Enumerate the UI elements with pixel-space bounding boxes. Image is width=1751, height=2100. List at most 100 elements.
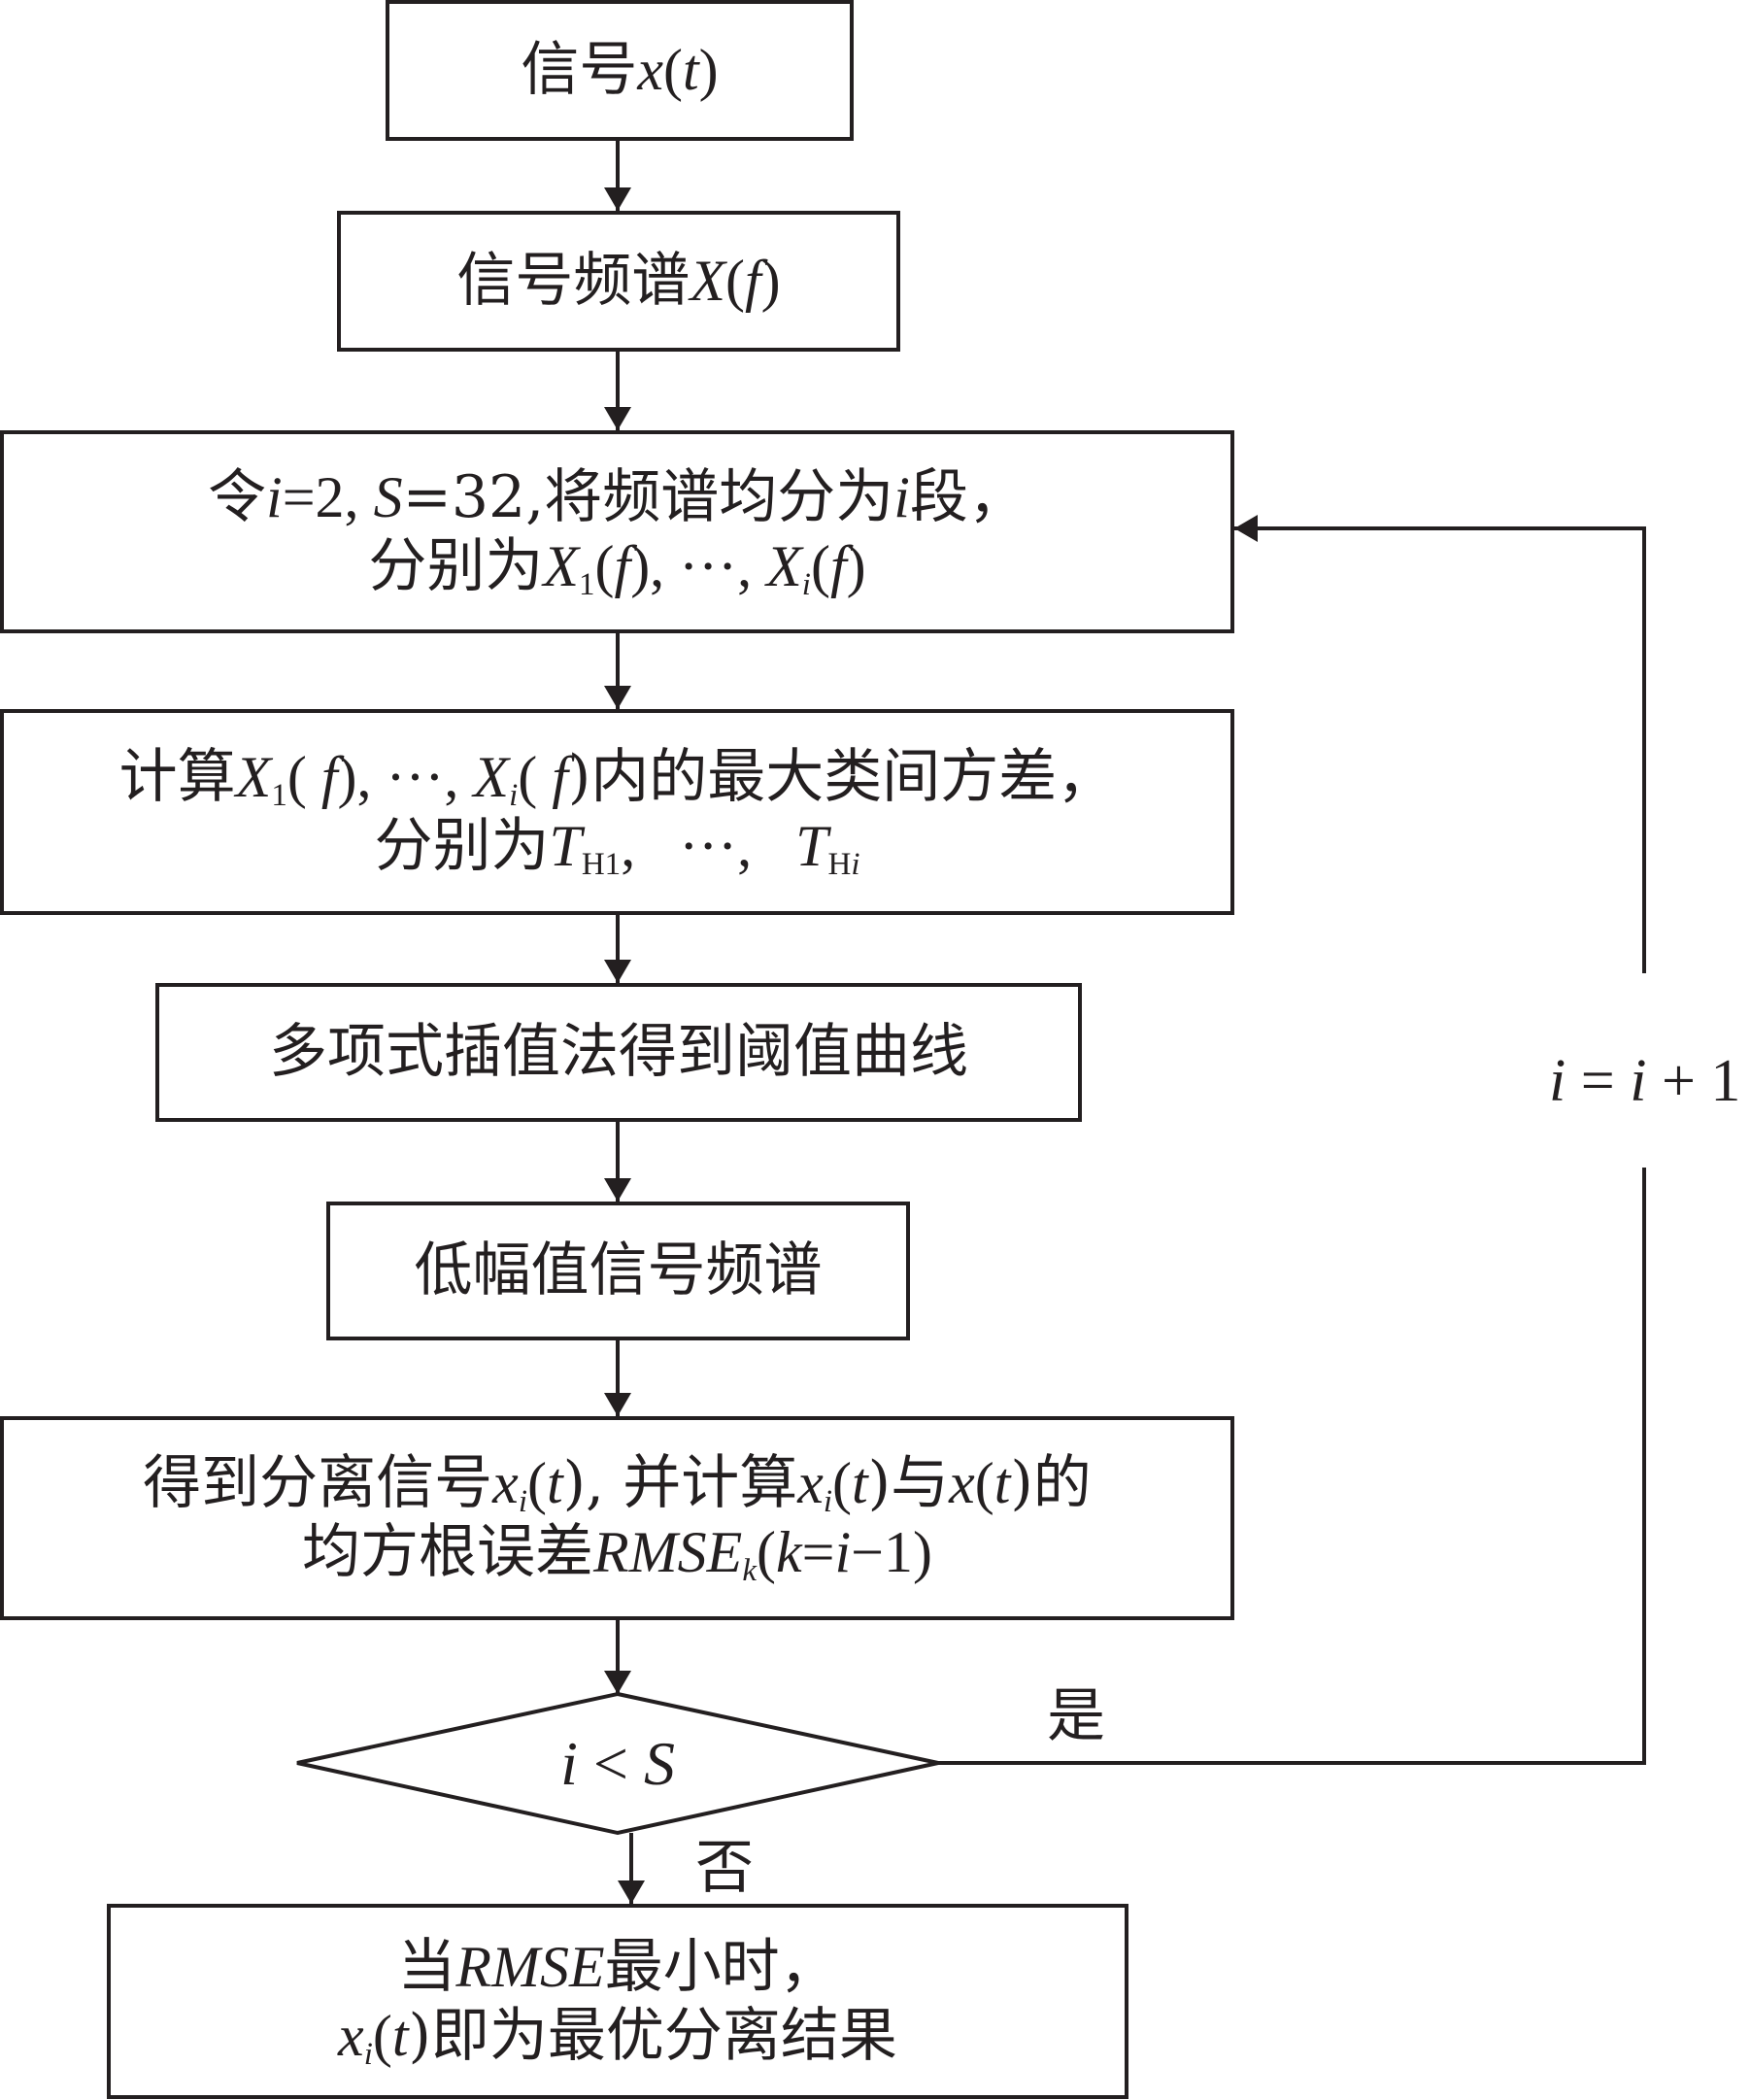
separate-l2-d: −1) (851, 1520, 932, 1584)
separate-l2-k: k (775, 1520, 802, 1584)
result-l2-x: x (338, 2003, 364, 2068)
variance-l2-subi: i (851, 847, 860, 883)
loop-eq: = (1566, 1048, 1631, 1114)
node-spectrum: 信号频谱X(f) (337, 211, 900, 352)
split-l1-b: =2, (282, 464, 374, 529)
variance-l1-X1: X (235, 745, 272, 810)
signal-arg: t (682, 38, 699, 103)
split-l2-subi: i (801, 566, 811, 602)
split-l1-a: 令 (208, 462, 267, 531)
node-separate: 得到分离信号xi(t), 并计算xi(t)与x(t)的 均方根误差RMSEk(k… (0, 1416, 1234, 1620)
separate-line-2: 均方根误差RMSEk(k=i−1) (302, 1518, 932, 1587)
variance-l1-sub1: 1 (271, 778, 287, 814)
signal-paren-open: ( (663, 38, 683, 103)
separate-l1-sub2: i (823, 1484, 833, 1520)
split-l2-f1: f (614, 533, 631, 598)
signal-text: 信号 (521, 36, 638, 105)
node-split: 令i=2, S=32,将频谱均分为i段， 分别为X1(f), ···, Xi(f… (0, 430, 1234, 633)
variance-l1-Xi: X (473, 745, 510, 810)
split-l2-X1: X (543, 533, 580, 598)
spectrum-arg: f (744, 249, 761, 314)
separate-l1-t1: t (546, 1451, 563, 1516)
variance-l2-Ti: T (795, 814, 828, 878)
variance-l1-subi: i (509, 778, 519, 814)
loop-i1: i (1549, 1048, 1566, 1114)
spectrum-paren-close: ) (760, 249, 781, 314)
split-l2-f2: f (829, 533, 847, 598)
node-low: 低幅值信号频谱 (326, 1202, 910, 1340)
separate-l1-a: 得到分离信号 (143, 1449, 493, 1518)
variance-l2-sub-Hi: Hi (828, 844, 860, 882)
signal-var: x (637, 38, 663, 103)
loop-plus: + 1 (1646, 1048, 1741, 1114)
variance-line-1: 计算X1( f), ···, Xi( f)内的最大类间方差， (119, 743, 1116, 812)
loop-line-lower (938, 1168, 1646, 1765)
result-l2-t: t (391, 2003, 409, 2068)
split-l2-Xi: X (766, 533, 802, 598)
node-interp: 多项式插值法得到阈值曲线 (155, 983, 1082, 1122)
split-l2-sub1: 1 (579, 566, 595, 602)
split-l2-b: ( (594, 533, 615, 598)
spectrum-paren-open: ( (725, 249, 745, 314)
decision-S: S (643, 1729, 675, 1798)
separate-l2-a: 均方根误差 (302, 1518, 594, 1586)
separate-l2-b: ( (756, 1520, 776, 1584)
split-l1-i: i (266, 464, 283, 529)
variance-line-2: 分别为TH1, ···, THi (374, 812, 859, 881)
separate-l1-x2: x (797, 1451, 824, 1516)
split-l2-c: ), ···, (630, 533, 767, 598)
result-l2-b: )即为最优分离结果 (408, 2001, 897, 2070)
decision-diamond (296, 1691, 939, 1836)
interp-text: 多项式插值法得到阈值曲线 (269, 1018, 968, 1087)
low-text: 低幅值信号频谱 (414, 1236, 823, 1305)
split-line-2: 分别为X1(f), ···, Xi(f) (368, 532, 865, 601)
separate-l1-b: ( (526, 1451, 547, 1516)
separate-l1-e: )与 (867, 1449, 950, 1518)
separate-l1-t2: t (852, 1451, 868, 1516)
separate-l1-sub1: i (518, 1484, 527, 1520)
split-l2-e: ) (846, 533, 866, 598)
variance-l1-f2: f (552, 745, 568, 810)
split-l2-a: 分别为 (368, 531, 544, 600)
separate-l1-c: ), 并计算 (562, 1449, 798, 1518)
separate-l1-d: ( (832, 1451, 852, 1516)
spectrum-text: 信号频谱 (456, 247, 690, 316)
variance-l2-T1: T (549, 814, 582, 878)
result-line-1: 当RMSE最小时， (397, 1933, 837, 2002)
variance-l1-f1: f (320, 745, 338, 810)
split-l1-i2: i (893, 464, 910, 529)
decision-op: < (577, 1729, 644, 1798)
split-l2-d: ( (810, 533, 830, 598)
node-result: 当RMSE最小时， xi(t)即为最优分离结果 (107, 1904, 1128, 2099)
result-l2-a: ( (372, 2003, 392, 2068)
result-line-2: xi(t)即为最优分离结果 (338, 2002, 897, 2071)
separate-l1-t3: t (993, 1451, 1011, 1516)
node-signal: 信号x(t) (386, 0, 854, 141)
split-l1-c: =32,将频谱均分为 (402, 462, 894, 531)
separate-l2-i: i (834, 1520, 852, 1584)
split-l1-d: 段， (909, 462, 1027, 531)
variance-l1-a: 计算 (118, 743, 236, 812)
variance-l2-sub1: H1 (581, 847, 622, 883)
split-l1-S: S (373, 464, 403, 529)
separate-l1-x1: x (492, 1451, 519, 1516)
result-l2-sub: i (363, 2036, 373, 2072)
spectrum-var: X (690, 249, 725, 314)
result-l1-b: 最小时， (604, 1932, 838, 2001)
label-no: 否 (695, 1834, 754, 1902)
variance-l1-b: ( (286, 745, 321, 810)
variance-l1-e: )内的最大类间方差， (567, 743, 1116, 812)
result-l1-a: 当 (397, 1932, 456, 2001)
variance-l1-c: ), ···, (337, 745, 474, 810)
label-loop: i = i + 1 (1549, 1051, 1740, 1111)
separate-l2-rmse: RMSE (593, 1520, 743, 1584)
loop-i2: i (1630, 1048, 1647, 1114)
separate-line-1: 得到分离信号xi(t), 并计算xi(t)与x(t)的 (143, 1449, 1092, 1518)
result-l1-rmse: RMSE (455, 1934, 605, 1999)
node-variance: 计算X1( f), ···, Xi( f)内的最大类间方差， 分别为TH1, ·… (0, 709, 1234, 915)
separate-l2-c: = (801, 1520, 835, 1584)
label-yes: 是 (1047, 1682, 1105, 1750)
signal-paren-close: ) (698, 38, 719, 103)
variance-l2-subH: H (827, 847, 852, 883)
